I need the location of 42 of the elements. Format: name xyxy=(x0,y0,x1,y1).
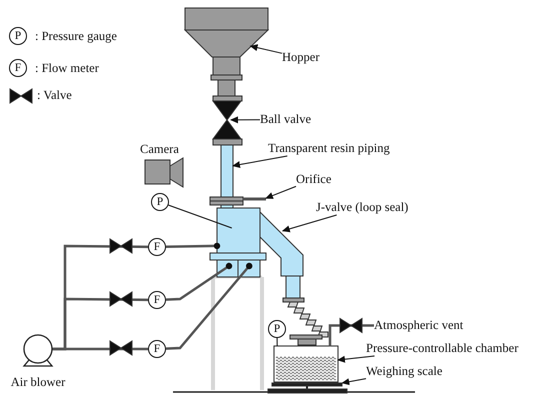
part-label: Hopper xyxy=(282,50,320,65)
leader-line xyxy=(276,338,278,346)
part-label: Ball valve xyxy=(260,112,312,127)
pipe-line xyxy=(166,242,220,250)
leader-line xyxy=(230,116,260,124)
ball-valve-icon xyxy=(212,100,242,146)
part-label: Atmospheric vent xyxy=(374,318,464,333)
pipe-line xyxy=(166,262,252,350)
part-label: Weighing scale xyxy=(366,364,442,379)
part-label: Transparent resin piping xyxy=(268,141,390,156)
legend-text: : Flow meter xyxy=(35,61,99,76)
flow-meter-symbol: F xyxy=(148,340,166,358)
j-valve-pipe xyxy=(260,210,304,298)
transparent-pipe xyxy=(220,144,234,198)
flow-meter-symbol: F xyxy=(148,291,166,309)
pipe-line xyxy=(52,348,148,350)
leader-line xyxy=(265,186,296,199)
pressure-gauge-symbol: P xyxy=(268,320,286,338)
part-label: Camera xyxy=(140,142,179,157)
weighing-scale xyxy=(268,382,348,394)
orifice-plate xyxy=(210,196,266,206)
part-label: Air blower xyxy=(10,375,66,390)
flow-meter-symbol: F xyxy=(148,238,166,256)
legend-text: : Pressure gauge xyxy=(35,29,117,44)
part-label: J-valve (loop seal) xyxy=(316,200,408,215)
chamber xyxy=(274,346,338,382)
part-label: Pressure-controllable chamber xyxy=(366,341,518,356)
pipe-line xyxy=(328,324,374,346)
leader-line xyxy=(341,378,366,386)
pipe-line xyxy=(166,262,232,301)
pressure-gauge-symbol: P xyxy=(9,27,27,45)
riser-column xyxy=(210,208,266,278)
flow-meter-symbol: F xyxy=(9,59,27,77)
pressure-gauge-symbol: P xyxy=(151,193,169,211)
legend-text: : Valve xyxy=(37,88,72,103)
hopper xyxy=(184,8,270,102)
part-label: Orifice xyxy=(296,172,332,187)
leader-line xyxy=(282,214,338,232)
leader-line xyxy=(250,44,282,54)
leader-line xyxy=(337,356,375,363)
leader-line xyxy=(232,156,288,168)
leader-line xyxy=(168,204,232,228)
